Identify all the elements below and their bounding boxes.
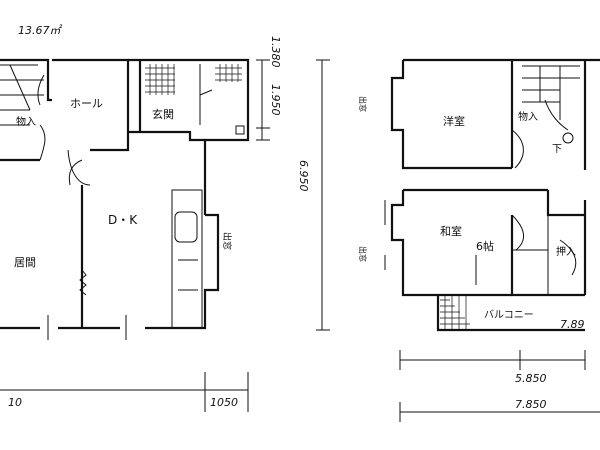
right-stair-arrow	[544, 99, 569, 131]
left-dk-door2	[68, 159, 83, 186]
down-label: 下	[552, 144, 562, 155]
right-wall-japanese	[390, 190, 512, 297]
left-area-label: 13.67㎡	[18, 24, 62, 37]
left-zigzag	[79, 269, 87, 296]
right-oshiire-door	[559, 239, 577, 276]
right-bay-top-label: 出窓	[358, 96, 368, 112]
entrance-tiles	[145, 64, 245, 135]
left-window-marks	[47, 315, 127, 340]
left-wall-stair-top	[0, 58, 52, 102]
left-floor-plan	[0, 58, 330, 412]
right-closet-top-label: 物入	[518, 110, 538, 123]
left-dim-ticks-1	[256, 59, 270, 141]
left-dim-5: 10	[8, 396, 22, 409]
left-closet-door	[39, 124, 46, 161]
right-dim-line-2	[399, 402, 600, 422]
balcony-area	[436, 295, 585, 332]
right-oshiire-label: 押入	[556, 245, 576, 258]
entrance-label: 玄関	[152, 107, 174, 121]
left-stair	[0, 64, 44, 126]
left-wall-entrance	[128, 58, 250, 215]
left-dim-1: 1.380	[269, 36, 282, 68]
left-wall-entrance-bottom	[128, 130, 205, 142]
balcony-label: バルコニー	[484, 309, 534, 321]
living-label: 居間	[14, 256, 36, 269]
left-dk-door	[67, 149, 91, 186]
hall-label: ホール	[70, 97, 103, 110]
left-dim-4: 1050	[210, 396, 238, 409]
mats-label: 6帖	[476, 240, 494, 253]
dk-label: D・K	[108, 213, 138, 227]
left-wall-hall-bottom	[90, 132, 130, 152]
right-wall-oshiire	[510, 215, 585, 297]
right-wall-west-room	[390, 60, 512, 170]
right-dim-1: 5.850	[515, 372, 547, 385]
western-room-label: 洋室	[443, 114, 465, 128]
right-stair	[522, 65, 580, 120]
right-area-label: 7.89	[560, 318, 585, 331]
left-dim-ticks-2	[316, 59, 330, 331]
left-wall-right-bay	[145, 213, 220, 330]
right-floor-plan	[384, 58, 600, 422]
left-dim-3: 6.950	[297, 160, 310, 192]
right-stair-circle	[562, 132, 574, 144]
left-dim-2: 1.950	[269, 84, 282, 116]
right-japanese-lines	[475, 215, 549, 295]
left-wall-hall-top	[52, 58, 130, 132]
left-bay-window-label: 出窓	[221, 232, 233, 250]
left-stair-arrow	[37, 74, 45, 106]
kitchen-counter	[171, 189, 203, 329]
right-wall-closet-top	[546, 190, 585, 217]
japanese-room-label: 和室	[440, 224, 462, 238]
left-dim-horiz	[0, 372, 249, 412]
right-dim-line-1	[399, 350, 586, 370]
right-japanese-door	[511, 214, 524, 251]
entrance-door-swing	[199, 89, 213, 96]
left-closet-label: 物入	[16, 115, 36, 128]
right-dim-2: 7.850	[515, 398, 547, 411]
right-bay-bottom-label: 出窓	[358, 246, 368, 262]
right-west-door	[511, 129, 524, 169]
